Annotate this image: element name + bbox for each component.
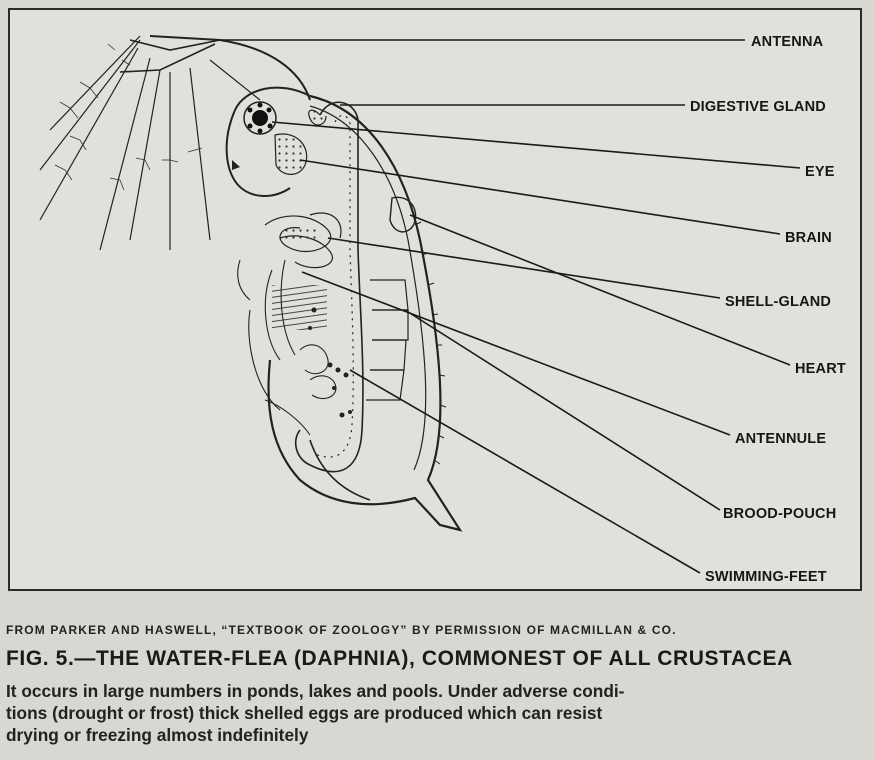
label-brain: BRAIN xyxy=(785,230,832,246)
label-antennule: ANTENNULE xyxy=(735,431,826,447)
label-heart: HEART xyxy=(795,361,846,377)
caption-line: It occurs in large numbers in ponds, lak… xyxy=(6,681,625,701)
head-outline xyxy=(225,86,311,197)
label-digestive-gland: DIGESTIVE GLAND xyxy=(690,99,826,115)
figure-credit: FROM PARKER AND HASWELL, “TEXTBOOK OF ZO… xyxy=(6,623,677,637)
label-antenna: ANTENNA xyxy=(751,34,824,50)
carapace-spines xyxy=(414,221,447,465)
figure-title: FIG. 5.—THE WATER-FLEA (DAPHNIA), COMMON… xyxy=(6,647,793,670)
digestive-gland-mark xyxy=(308,109,327,126)
caption-line: drying or freezing almost indefinitely xyxy=(6,725,309,745)
figure-panel: ANTENNA DIGESTIVE GLAND EYE BRAIN SHELL-… xyxy=(8,8,862,591)
brood-pouch-mark xyxy=(366,279,409,401)
brain-mark xyxy=(274,133,308,175)
antenna-setae xyxy=(54,43,203,191)
antenna-mark xyxy=(39,35,311,251)
heart-mark xyxy=(389,196,417,233)
caption-line: tions (drought or frost) thick shelled e… xyxy=(6,703,603,723)
gut-tube xyxy=(294,101,364,473)
post-abdomen xyxy=(309,439,371,501)
eye-mark xyxy=(243,101,277,135)
feet-dots xyxy=(308,307,352,418)
label-shell-gland: SHELL-GLAND xyxy=(725,294,831,310)
figure-caption: It occurs in large numbers in ponds, lak… xyxy=(6,680,868,746)
daphnia-diagram: ANTENNA DIGESTIVE GLAND EYE BRAIN SHELL-… xyxy=(39,34,846,585)
swimming-feet-mark xyxy=(237,259,337,436)
label-eye: EYE xyxy=(805,164,835,180)
label-swimming-feet: SWIMMING-FEET xyxy=(705,569,827,585)
label-brood-pouch: BROOD-POUCH xyxy=(723,506,836,522)
leader-lines xyxy=(220,39,801,574)
carapace-inner xyxy=(309,105,427,471)
